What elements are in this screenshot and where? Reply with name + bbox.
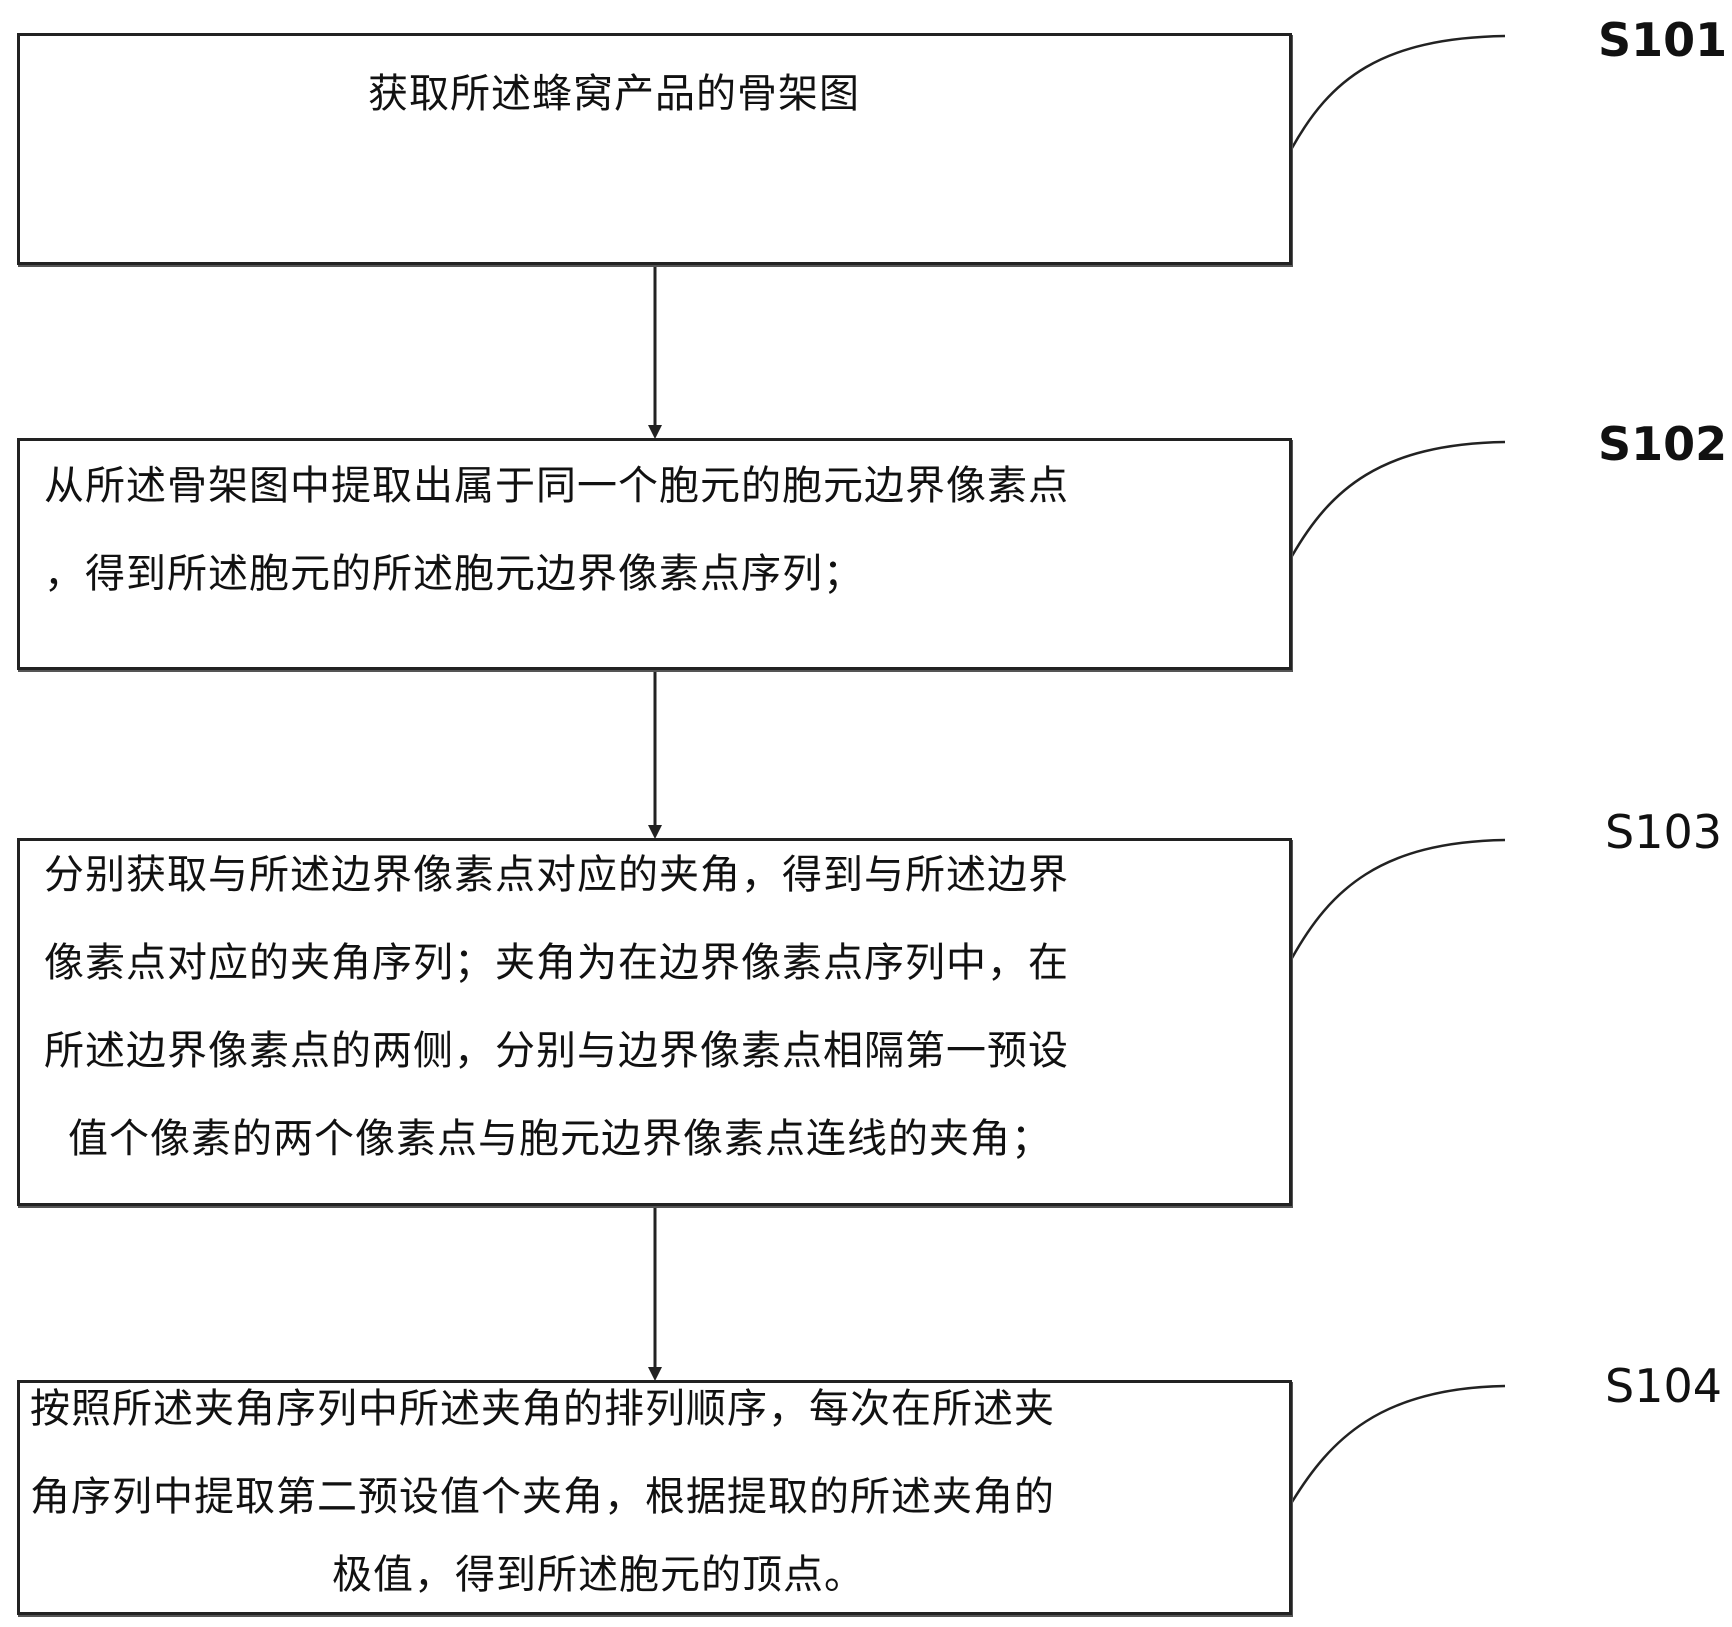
step-text-line: 所述边界像素点的两侧，分别与边界像素点相隔第一预设	[44, 1028, 1069, 1074]
leader-line-s101	[1290, 34, 1506, 149]
step-text-line: 分别获取与所述边界像素点对应的夹角，得到与所述边界	[44, 852, 1069, 898]
leader-line-s103	[1290, 838, 1506, 959]
step-box-s102: 从所述骨架图中提取出属于同一个胞元的胞元边界像素点 ，得到所述胞元的所述胞元边界…	[17, 438, 1292, 670]
leader-line-s102	[1290, 440, 1506, 557]
step-box-s103: 分别获取与所述边界像素点对应的夹角，得到与所述边界 像素点对应的夹角序列；夹角为…	[17, 838, 1292, 1206]
step-box-s101: 获取所述蜂窝产品的骨架图	[17, 33, 1292, 265]
leader-line-s104	[1290, 1384, 1506, 1503]
step-text-line: 像素点对应的夹角序列；夹角为在边界像素点序列中，在	[44, 940, 1069, 986]
step-label-s102: S102	[1598, 417, 1728, 471]
step-text-line: 值个像素的两个像素点与胞元边界像素点连线的夹角；	[68, 1116, 1052, 1162]
step-text-line: 获取所述蜂窝产品的骨架图	[368, 71, 860, 117]
step-text-line: 从所述骨架图中提取出属于同一个胞元的胞元边界像素点	[44, 463, 1069, 509]
step-text-line: 角序列中提取第二预设值个夹角，根据提取的所述夹角的	[30, 1474, 1055, 1520]
step-text-line: ，得到所述胞元的所述胞元边界像素点序列；	[44, 551, 864, 597]
step-box-s104: 按照所述夹角序列中所述夹角的排列顺序，每次在所述夹 角序列中提取第二预设值个夹角…	[17, 1380, 1292, 1615]
step-label-s101: S101	[1598, 13, 1728, 67]
step-text-line: 极值，得到所述胞元的顶点。	[332, 1552, 865, 1598]
step-text-line: 按照所述夹角序列中所述夹角的排列顺序，每次在所述夹	[30, 1386, 1055, 1432]
step-label-s104: S104	[1605, 1359, 1722, 1413]
step-label-s103: S103	[1605, 805, 1722, 859]
